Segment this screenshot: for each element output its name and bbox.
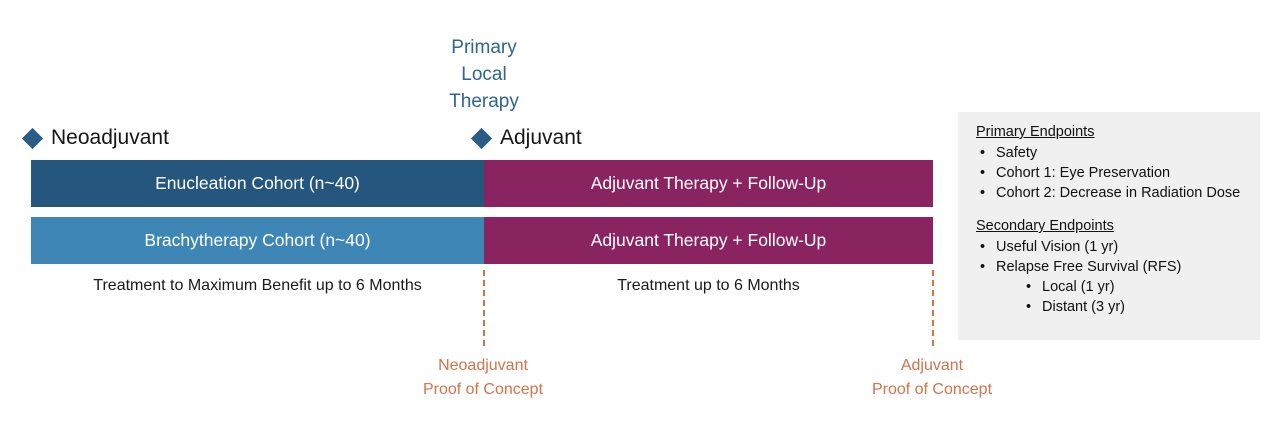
secondary-endpoints-heading: Secondary Endpoints: [976, 218, 1114, 234]
bar-adjuvant-therapy-row1-label: Adjuvant Therapy + Follow-Up: [590, 173, 827, 193]
proof-of-concept-label-neoadjuvant: Neoadjuvant Proof of Concept: [373, 354, 593, 402]
secondary-endpoints-list: Useful Vision (1 yr) Relapse Free Surviv…: [976, 237, 1250, 317]
list-item: Cohort 2: Decrease in Radiation Dose: [976, 183, 1250, 203]
bar-enucleation-cohort-label: Enucleation Cohort (n~40): [155, 173, 360, 193]
bar-brachytherapy-cohort: Brachytherapy Cohort (n~40): [31, 217, 484, 264]
primary-endpoints-list: Safety Cohort 1: Eye Preservation Cohort…: [976, 143, 1250, 203]
bar-brachytherapy-cohort-label: Brachytherapy Cohort (n~40): [144, 230, 371, 250]
bar-adjuvant-therapy-row2-label: Adjuvant Therapy + Follow-Up: [590, 230, 827, 250]
list-item: Relapse Free Survival (RFS): [976, 257, 1250, 277]
phase-marker-neoadjuvant-label: Neoadjuvant: [51, 126, 169, 149]
list-item: Safety: [976, 143, 1250, 163]
bar-enucleation-cohort: Enucleation Cohort (n~40): [31, 160, 484, 207]
list-item: Cohort 1: Eye Preservation: [976, 163, 1250, 183]
duration-caption-adjuvant: Treatment up to 6 Months: [617, 277, 800, 294]
phase-marker-neoadjuvant: Neoadjuvant: [21, 126, 169, 150]
phase-marker-adjuvant: Adjuvant: [470, 126, 582, 150]
endpoints-panel: Primary Endpoints Safety Cohort 1: Eye P…: [958, 112, 1260, 340]
list-item-sub: Local (1 yr): [976, 277, 1250, 297]
bar-adjuvant-therapy-row1: Adjuvant Therapy + Follow-Up: [484, 160, 933, 207]
diamond-icon: [470, 127, 493, 149]
proof-of-concept-adjuvant-line-2: Proof of Concept: [871, 381, 993, 398]
duration-caption-neoadjuvant: Treatment to Maximum Benefit up to 6 Mon…: [93, 277, 422, 294]
proof-of-concept-neoadjuvant-line-1: Neoadjuvant: [438, 357, 528, 374]
primary-local-therapy-line-2: Local: [461, 64, 507, 85]
endpoints-spacer: [976, 203, 1250, 218]
proof-of-concept-divider-neoadjuvant: [483, 270, 485, 346]
primary-local-therapy-label: Primary Local Therapy: [404, 34, 564, 115]
proof-of-concept-adjuvant-line-1: Adjuvant: [900, 357, 964, 374]
phase-marker-adjuvant-label: Adjuvant: [500, 126, 582, 149]
primary-local-therapy-line-3: Therapy: [449, 91, 519, 112]
bar-adjuvant-therapy-row2: Adjuvant Therapy + Follow-Up: [484, 217, 933, 264]
list-item-sub: Distant (3 yr): [976, 297, 1250, 317]
proof-of-concept-divider-adjuvant: [932, 270, 934, 346]
proof-of-concept-neoadjuvant-line-2: Proof of Concept: [422, 381, 544, 398]
proof-of-concept-label-adjuvant: Adjuvant Proof of Concept: [822, 354, 1042, 402]
list-item: Useful Vision (1 yr): [976, 237, 1250, 257]
diamond-icon: [21, 127, 44, 149]
primary-local-therapy-line-1: Primary: [451, 37, 517, 58]
primary-endpoints-heading: Primary Endpoints: [976, 124, 1095, 140]
